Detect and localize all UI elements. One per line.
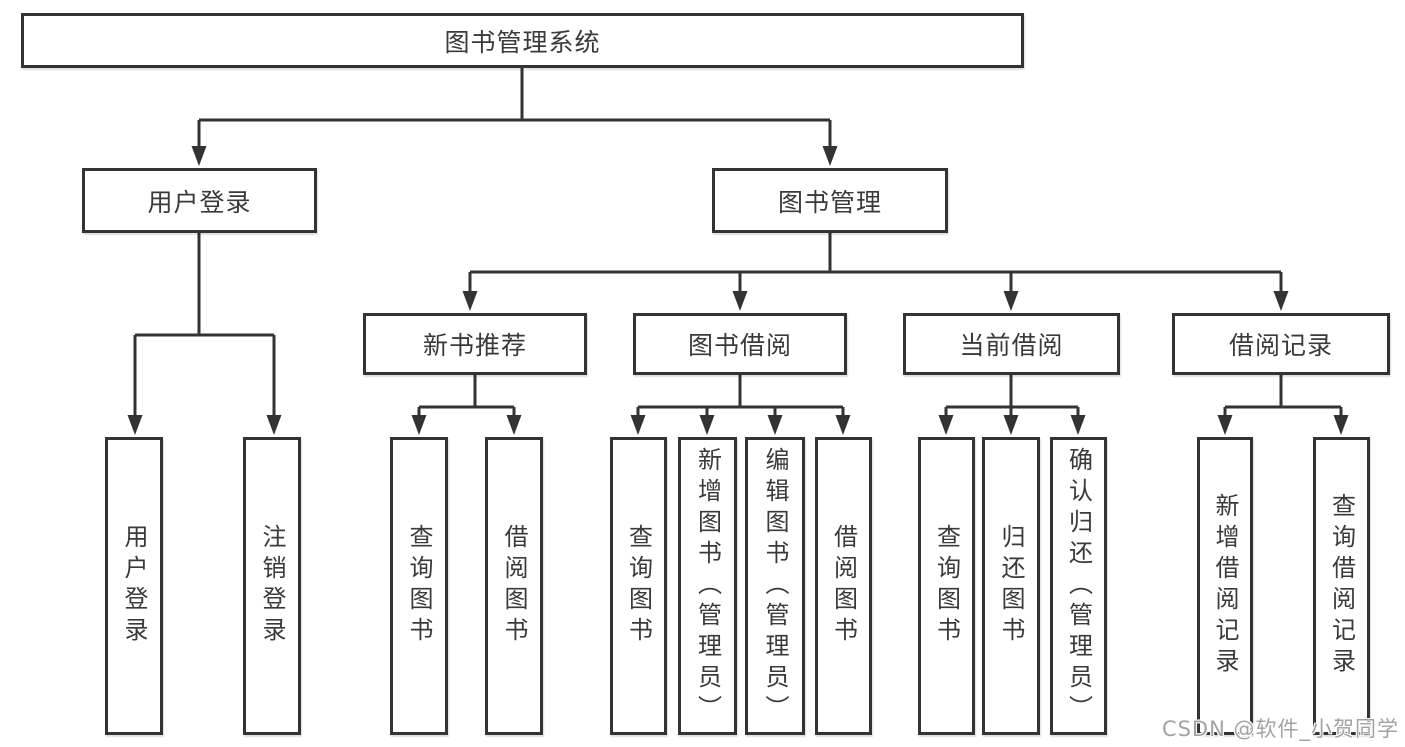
leaf-label: 查询借阅记录 <box>1327 493 1356 679</box>
node-leaf-borrow-edit-books-admin: 编辑图书（管理员） <box>745 437 805 735</box>
node-leaf-current-return-books: 归还图书 <box>982 437 1040 735</box>
node-library-management-system: 图书管理系统 <box>21 13 1024 68</box>
node-user-login: 用户登录 <box>82 168 317 233</box>
leaf-label: 编辑图书（管理员） <box>761 446 789 726</box>
leaf-label: 新增借阅记录 <box>1211 493 1239 679</box>
node-leaf-current-confirm-return-admin: 确认归还（管理员） <box>1050 437 1107 735</box>
node-leaf-user-login: 用户登录 <box>105 437 163 735</box>
node-leaf-borrow-query-books: 查询图书 <box>610 437 667 735</box>
leaf-label: 借阅图书 <box>500 524 528 648</box>
leaf-label: 归还图书 <box>997 524 1025 648</box>
node-new-book-recommend: 新书推荐 <box>363 313 587 375</box>
node-leaf-record-query-record: 查询借阅记录 <box>1313 437 1370 735</box>
leaf-label: 查询图书 <box>624 524 653 648</box>
leaf-label: 借阅图书 <box>829 524 858 648</box>
node-book-management: 图书管理 <box>712 168 948 233</box>
node-current-borrow: 当前借阅 <box>903 313 1120 375</box>
leaf-label: 确认归还（管理员） <box>1064 446 1093 726</box>
leaf-label: 新增图书（管理员） <box>693 446 722 726</box>
csdn-watermark: CSDN @软件_小贺同学 <box>1161 717 1399 741</box>
node-leaf-record-add-record: 新增借阅记录 <box>1197 437 1253 735</box>
leaf-label: 注销登录 <box>258 524 286 648</box>
node-borrow-record: 借阅记录 <box>1172 313 1390 375</box>
node-leaf-recommend-query-books: 查询图书 <box>390 437 448 735</box>
node-leaf-recommend-borrow-books: 借阅图书 <box>485 437 543 735</box>
leaf-label: 查询图书 <box>932 524 961 648</box>
node-book-borrow: 图书借阅 <box>633 313 847 375</box>
node-leaf-logout: 注销登录 <box>243 437 301 735</box>
node-leaf-borrow-add-books-admin: 新增图书（管理员） <box>678 437 737 735</box>
leaf-label: 查询图书 <box>405 524 433 648</box>
node-leaf-borrow-borrow-books: 借阅图书 <box>815 437 872 735</box>
leaf-label: 用户登录 <box>120 524 148 648</box>
node-leaf-current-query-books: 查询图书 <box>918 437 975 735</box>
